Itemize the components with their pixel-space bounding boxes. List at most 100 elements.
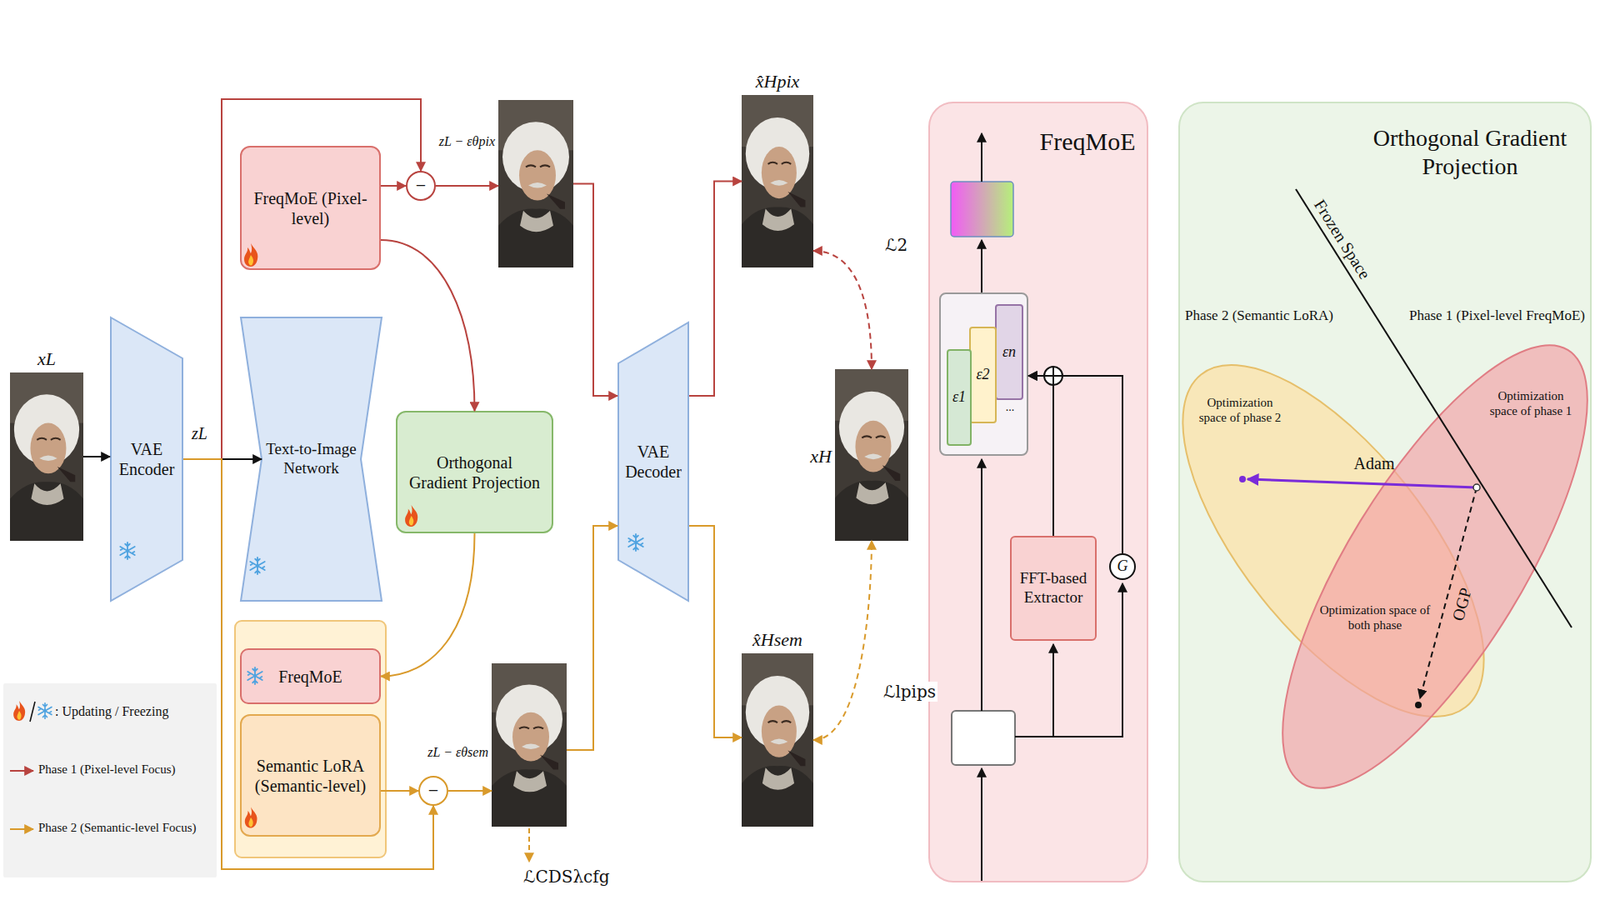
flow-arrow (980, 768, 983, 881)
node-label: FreqMoE (Pixel-level) (250, 188, 371, 229)
node-shape (110, 317, 183, 601)
snowflake-icon (247, 667, 262, 685)
portrait-picture (498, 100, 574, 268)
legend-arrow (10, 828, 34, 830)
snowflake-icon (38, 703, 52, 719)
connector-arrow (1028, 375, 1054, 536)
node-label: ... (995, 400, 1025, 415)
portrait-picture (491, 663, 567, 827)
node-shape (1227, 304, 1600, 830)
connector-arrow (573, 184, 618, 397)
connector-arrow (435, 185, 499, 187)
connector-arrow (380, 790, 419, 792)
connector-arrow (380, 185, 406, 187)
step-label: OGP (1447, 585, 1476, 624)
connector-arrow (448, 790, 492, 792)
node-label: Orthogonal Gradient Projection (1356, 124, 1584, 180)
fire-icon (405, 505, 418, 527)
node-label: VAE Decoder (622, 441, 685, 482)
subtract-circle: − (405, 170, 436, 201)
portrait-picture (741, 653, 814, 827)
connector-arrow (689, 181, 742, 397)
connector-arrow (689, 525, 742, 738)
adam-step-arrow (1247, 479, 1477, 488)
process-box: Semantic LoRA (Semantic-level) (240, 714, 381, 837)
ogp-step-arrow (1420, 487, 1477, 699)
connector-arrow (813, 250, 872, 370)
region-label: Frozen Space (1310, 195, 1375, 283)
legend-text: Phase 1 (Pixel-level Focus) (38, 761, 176, 777)
fire-icon (244, 243, 258, 267)
latent-image: zL − εθpix (498, 100, 574, 268)
fire-icon (13, 700, 25, 721)
edge-label: ℒ2 (883, 235, 910, 255)
legend-box (3, 683, 217, 878)
portrait-drawing (491, 663, 567, 827)
loss-label: ℒCDSλcfg (523, 866, 610, 887)
node-shape (240, 317, 382, 601)
phase-2-container (235, 620, 386, 858)
connector-arrow (380, 533, 475, 677)
region-label: Optimization space of both phase (1318, 602, 1432, 633)
edge-label: zL (190, 423, 210, 444)
end-dot (1415, 701, 1422, 709)
start-dot (1473, 484, 1480, 491)
node-label: xL (37, 348, 56, 370)
module-panel: Orthogonal Gradient ProjectionOptimizati… (1178, 101, 1592, 883)
snowflake-icon (250, 557, 265, 575)
output-image: x̂Hsem (741, 653, 814, 827)
loss-arrow (528, 828, 530, 862)
slash-mark (30, 701, 35, 722)
portrait-picture (835, 369, 909, 541)
node-label: VAE Encoder (115, 439, 179, 480)
expert-box: ε2 (969, 326, 997, 424)
encoder-trapezoid: VAE Encoder (110, 316, 184, 602)
expert-box: εn (995, 304, 1024, 400)
node-label: Orthogonal Gradient Projection (405, 452, 544, 493)
flow-arrow (980, 240, 983, 293)
target-image: xH (835, 369, 909, 541)
node-label: εn (1002, 343, 1016, 362)
portrait-drawing (835, 369, 909, 541)
connector-arrow (83, 455, 110, 458)
portrait-picture (10, 372, 84, 541)
process-box: FFT-based Extractor (1010, 535, 1097, 641)
phase-label: Phase 2 (Semantic LoRA) (1185, 307, 1334, 325)
snowflake-icon (120, 542, 135, 560)
phase-label: Phase 1 (Pixel-level FreqMoE) (1409, 307, 1585, 325)
node-label: Optimization space of phase 2 (1194, 395, 1286, 425)
subtract-circle: − (418, 775, 449, 806)
node-label: x̂Hsem (752, 629, 803, 651)
latent-image: zL − εθsem (491, 663, 567, 827)
sum-symbol (1044, 366, 1063, 385)
node-shape (618, 322, 689, 601)
input-feature (951, 710, 1015, 765)
connector-arrow (1028, 375, 1123, 554)
node-label: − (415, 175, 426, 197)
node-label: Semantic LoRA (Semantic-level) (248, 755, 373, 796)
input-image: xL (10, 372, 84, 541)
node-outline (617, 321, 690, 602)
gate-circle: G (1109, 553, 1136, 580)
connector-arrow (380, 240, 475, 411)
node-label: ε1 (952, 388, 966, 407)
process-box: FreqMoE (Pixel-level) (240, 145, 381, 270)
legend-text: : Updating / Freezing (55, 703, 169, 720)
node-label: FreqMoE (278, 666, 343, 687)
node-label: zL − εθpix (439, 133, 495, 150)
fire-icon (245, 806, 258, 828)
end-dot (1239, 475, 1246, 483)
node-label: FFT-based Extractor (1015, 569, 1092, 608)
frozen-space-line (1295, 189, 1572, 628)
flow-arrow (1015, 583, 1123, 737)
legend-arrow (10, 770, 34, 772)
portrait-picture (741, 95, 814, 268)
connector-arrow (183, 99, 421, 460)
edge-label: ℒlpips (881, 681, 938, 702)
connector-arrow (813, 540, 872, 740)
expert-group: ... ε1ε2 εn (939, 292, 1029, 456)
flow-arrow (1052, 644, 1055, 737)
